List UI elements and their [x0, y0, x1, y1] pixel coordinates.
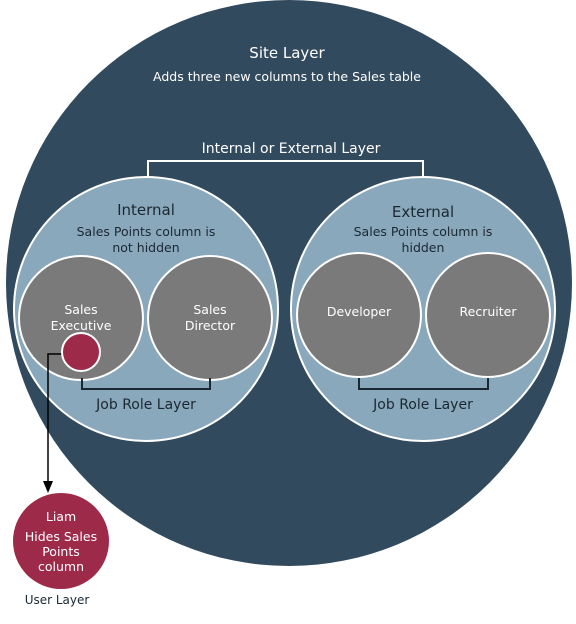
user-layer-circle: [13, 493, 109, 589]
sales-director-label-line2: Director: [185, 318, 236, 333]
site-layer-title: Site Layer: [249, 44, 325, 62]
external-description-line2: hidden: [402, 240, 445, 255]
user-description-line2: Points: [42, 544, 80, 559]
external-description-line1: Sales Points column is: [354, 224, 493, 239]
recruiter-circle: [425, 252, 551, 378]
middle-layer-title: Internal or External Layer: [202, 141, 381, 157]
user-dot: [61, 332, 101, 372]
sales-director-label-line1: Sales: [193, 302, 226, 317]
user-name: Liam: [46, 509, 76, 524]
middle-layer-bracket: [147, 160, 424, 181]
internal-description-line1: Sales Points column is: [77, 224, 216, 239]
user-layer-label: User Layer: [25, 593, 90, 607]
external-title: External: [392, 203, 454, 221]
user-connector-line: [47, 353, 62, 482]
user-description-line3: column: [38, 559, 84, 574]
internal-description-line2: not hidden: [112, 240, 179, 255]
internal-job-role-label: Job Role Layer: [95, 397, 196, 413]
sales-executive-label-line1: Sales: [64, 302, 97, 317]
site-layer-description: Adds three new columns to the Sales tabl…: [153, 69, 421, 84]
user-connector-arrowhead: [43, 481, 53, 493]
internal-title: Internal: [117, 201, 175, 219]
internal-job-role-bracket: [81, 378, 211, 390]
user-description-line1: Hides Sales: [25, 529, 97, 544]
sales-executive-label-line2: Executive: [51, 318, 112, 333]
recruiter-label: Recruiter: [460, 304, 518, 319]
external-job-role-label: Job Role Layer: [372, 397, 473, 413]
developer-circle: [296, 252, 422, 378]
developer-label: Developer: [327, 304, 392, 319]
external-job-role-bracket: [358, 378, 489, 390]
